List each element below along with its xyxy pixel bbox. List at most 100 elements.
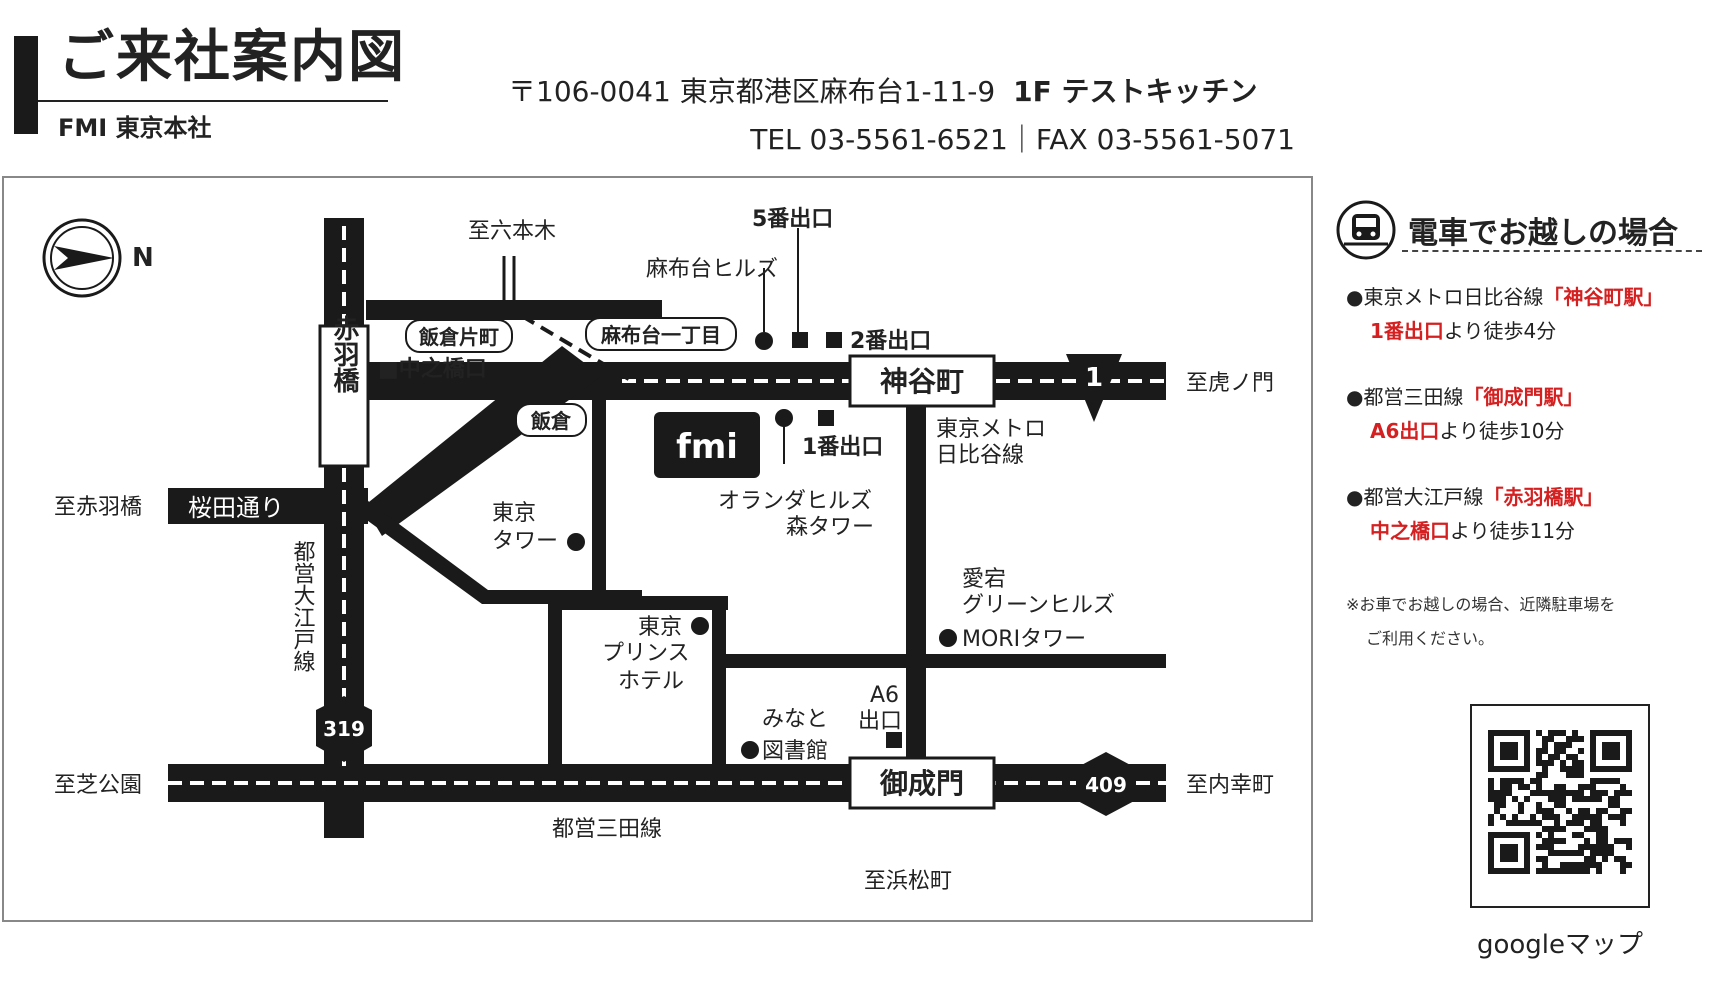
- route-319-shield: 319: [316, 696, 372, 762]
- map-frame: [2, 176, 1313, 922]
- label-hamamatsucho: 至浜松町: [864, 869, 952, 894]
- road-sakurada: [168, 488, 368, 524]
- azabudai-hills-dot: [755, 332, 773, 350]
- akabanebashi-label: 赤羽橋: [329, 315, 359, 394]
- north-label: N: [132, 243, 154, 273]
- exit5-square: [792, 332, 808, 348]
- label-holland-hills-2: 森タワー: [786, 515, 874, 540]
- label-tokyo-metro: 東京メトロ: [936, 417, 1046, 442]
- access-line-mita: ●都営三田線: [1346, 385, 1464, 409]
- label-exit2: 2番出口: [850, 329, 931, 354]
- route-409-label: 409: [1085, 773, 1127, 797]
- iikura-katamachi-box: 飯倉片町: [405, 319, 513, 353]
- kamiyacho-label: 神谷町: [880, 365, 964, 398]
- label-shibakoen: 至芝公園: [54, 773, 142, 798]
- kamiyacho-box: 神谷町: [848, 354, 996, 408]
- address-text: 〒106-0041 東京都港区麻布台1-11-9: [508, 75, 996, 108]
- label-oedo-line: 都営大江戸線: [290, 540, 316, 672]
- label-uchisaiwaicho: 至内幸町: [1186, 773, 1274, 798]
- title-divider: [38, 100, 388, 102]
- title-accent-bar: [14, 36, 38, 134]
- label-prince-3: ホテル: [618, 669, 684, 694]
- label-atago-3: MORIタワー: [962, 627, 1086, 652]
- access-item-mita: ●都営三田線「御成門駅」 A6出口より徒歩10分: [1346, 380, 1583, 448]
- access-walk-mita: より徒歩10分: [1439, 419, 1565, 443]
- road-prince-left: [548, 596, 562, 776]
- sakurada-label-box: 桜田通り: [188, 494, 284, 522]
- access-exit-1: 1番出口: [1370, 319, 1444, 343]
- route-409-shield: 409: [1076, 752, 1136, 816]
- road-atago-side: [726, 654, 1166, 668]
- label-akabanebashi-to: 至赤羽橋: [54, 495, 142, 520]
- qr-pattern: [1488, 730, 1632, 874]
- library-dot: [741, 741, 759, 759]
- azabudai-1chome-label: 麻布台一丁目: [600, 323, 721, 347]
- access-station-kamiyacho: 「神谷町駅」: [1543, 285, 1664, 309]
- page-subtitle: FMI 東京本社: [58, 114, 212, 142]
- route-319-label: 319: [323, 717, 365, 741]
- label-tokyo-tower-2: タワー: [492, 529, 558, 554]
- label-azabudai-hills: 麻布台ヒルズ: [646, 257, 778, 282]
- address-floor: 1F テストキッチン: [1013, 75, 1258, 108]
- exit-markers: [567, 332, 957, 759]
- road-hibiya-vertical: [906, 376, 926, 796]
- label-a6-1: A6: [870, 683, 899, 708]
- tokyo-tower-dot: [567, 533, 585, 551]
- road-diagonal-main: [364, 346, 602, 536]
- access-walk-oedo: より徒歩11分: [1450, 519, 1576, 543]
- north-arrow: [42, 218, 122, 298]
- contact-line: TEL 03-5561-6521｜FAX 03-5561-5071: [750, 123, 1295, 156]
- label-prince-1: 東京: [638, 615, 682, 640]
- route-1-shield: 1: [1066, 354, 1122, 422]
- parking-note: ※お車でお越しの場合、近隣駐車場を ご利用ください。: [1346, 588, 1716, 656]
- onarimon-box: 御成門: [848, 756, 996, 810]
- access-exit-a6: A6出口: [1370, 419, 1440, 443]
- google-map-qr-code[interactable]: [1470, 704, 1650, 908]
- fmi-logo-text: fmi: [676, 427, 738, 467]
- iikura-box: 飯倉: [515, 403, 587, 437]
- azabudai-1chome-box: 麻布台一丁目: [585, 317, 737, 351]
- iikura-label: 飯倉: [530, 409, 572, 433]
- access-item-hibiya: ●東京メトロ日比谷線「神谷町駅」 1番出口より徒歩4分: [1346, 280, 1663, 348]
- parking-note-2: ご利用ください。: [1366, 629, 1495, 648]
- iikura-katamachi-label: 飯倉片町: [418, 325, 499, 349]
- train-icon: [1336, 200, 1396, 260]
- road-diagonal-lower: [364, 498, 642, 604]
- label-prince-2: プリンス: [602, 641, 690, 666]
- label-atago-1: 愛宕: [962, 567, 1006, 592]
- label-mita-line: 都営三田線: [552, 817, 662, 842]
- train-heading: 電車でお越しの場合: [1408, 216, 1678, 251]
- fmi-building: fmi: [654, 412, 760, 478]
- train-heading-rule: [1402, 250, 1702, 252]
- access-line-oedo: ●都営大江戸線: [1346, 485, 1484, 509]
- road-iikura-vertical: [592, 396, 606, 606]
- label-atago-2: グリーンヒルズ: [962, 593, 1115, 618]
- label-nakanohashi-exit: ■中之橋口: [378, 356, 487, 382]
- label-tokyo-tower-1: 東京: [492, 501, 536, 526]
- address-line: 〒106-0041 東京都港区麻布台1-11-9 1F テストキッチン: [508, 70, 1258, 110]
- label-minato-2: 図書館: [762, 739, 828, 764]
- access-map: N 赤羽橋 神谷町 御成門 桜田通り 飯倉片町 麻布台一丁目 飯倉 fmi 1 …: [42, 207, 1274, 894]
- page-title: ご来社案内図: [58, 25, 406, 90]
- label-exit5: 5番出口: [752, 207, 833, 232]
- access-exit-nakanohashi: 中之橋口: [1370, 519, 1450, 543]
- route-1-label: 1: [1085, 363, 1103, 393]
- label-a6-2: 出口: [858, 709, 902, 734]
- access-station-akabanebashi: 「赤羽橋駅」: [1483, 485, 1604, 509]
- access-walk-hibiya: より徒歩4分: [1443, 319, 1557, 343]
- onarimon-label: 御成門: [879, 767, 964, 800]
- road-prince-right: [712, 596, 726, 776]
- holland-hills-dot: [775, 409, 793, 427]
- parking-note-1: ※お車でお越しの場合、近隣駐車場を: [1346, 595, 1616, 614]
- sakurada-label: 桜田通り: [188, 494, 284, 522]
- access-line-hibiya: ●東京メトロ日比谷線: [1346, 285, 1544, 309]
- label-hibiya-line: 日比谷線: [936, 443, 1024, 468]
- exit1-square: [818, 410, 834, 426]
- qr-label: googleマップ: [1476, 930, 1644, 960]
- access-item-oedo: ●都営大江戸線「赤羽橋駅」 中之橋口より徒歩11分: [1346, 480, 1603, 548]
- akabanebashi-box: 赤羽橋: [318, 315, 370, 468]
- roads: [168, 218, 1166, 838]
- prince-hotel-dot: [691, 617, 709, 635]
- exit2-square: [826, 332, 842, 348]
- map-text-labels: 至六本木 5番出口 麻布台ヒルズ 2番出口 ■中之橋口 至虎ノ門 1番出口 東京…: [54, 207, 1274, 894]
